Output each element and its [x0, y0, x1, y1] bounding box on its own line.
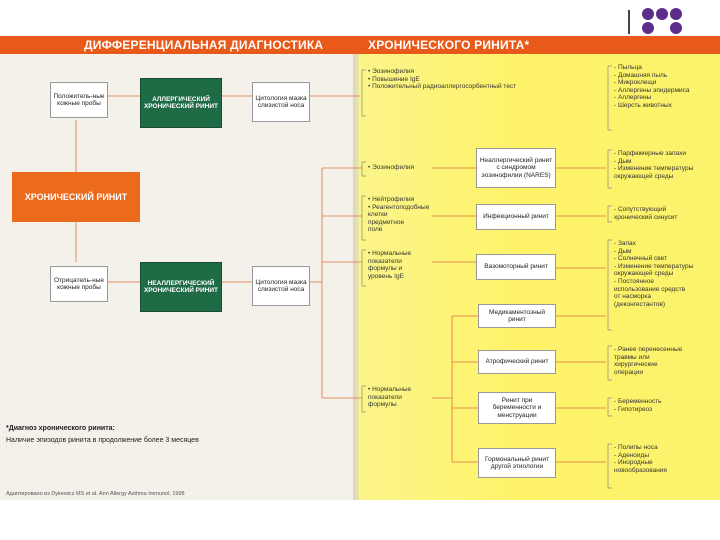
- causes-pregnancy: - Беременность - Гипотиреоз: [614, 398, 662, 413]
- negative-skin-test: Отрицатель-ные кожные пробы: [50, 266, 108, 302]
- decor-dot: [656, 22, 668, 34]
- findings-normal: • Нормальные показатели формулы: [368, 386, 412, 409]
- findings-eosinophilia: • Эозинофилия: [368, 164, 415, 171]
- book-gutter: [353, 38, 359, 500]
- causes-infectious: - Сопутствующий хронический синусит: [614, 206, 678, 221]
- title-right: ХРОНИЧЕСКОГО РИНИТА*: [368, 38, 530, 52]
- nonallergic-rhinitis: НЕАЛЛЕРГИЧЕСКИЙ ХРОНИЧЕСКИЙ РИНИТ: [140, 262, 222, 312]
- decor-dot: [642, 8, 654, 20]
- footnote-title: *Диагноз хронического ринита:: [6, 425, 115, 432]
- nares-rhinitis: Неаллергический ринит с синдромом эозино…: [476, 148, 556, 188]
- positive-skin-test: Положитель-ные кожные пробы: [50, 82, 108, 118]
- findings-normal-ige: • Нормальные показатели формулы и уровен…: [368, 250, 412, 280]
- causes-nares: - Парфюмерные запахи - Дым - Изменение т…: [614, 150, 694, 180]
- causes-atrophic: - Ранее перенесенные травмы или хирургич…: [614, 346, 683, 376]
- infectious-rhinitis: Инфекционный ринит: [476, 204, 556, 230]
- allergic-findings: • Эозинофилия • Повышение IgE • Положите…: [368, 68, 517, 91]
- findings-neutrophilia: • Нейтрофилия • Реагентоподобные клетки …: [368, 196, 430, 234]
- hormonal-rhinitis: Гормональный ринит другой этиологии: [478, 448, 556, 478]
- title-bar: [0, 36, 720, 54]
- nasal-smear-cytology-1: Цитология мазка слизистой носа: [252, 82, 310, 122]
- decor-dot: [642, 22, 654, 34]
- causes-allergic: - Пыльца - Домашняя пыль - Микроклещи - …: [614, 64, 690, 109]
- decor-line: [628, 10, 630, 34]
- title-left: ДИФФЕРЕНЦИАЛЬНАЯ ДИАГНОСТИКА: [84, 38, 324, 52]
- decor-dot: [670, 8, 682, 20]
- decor-dot: [656, 8, 668, 20]
- pregnancy-rhinitis: Ринит при беременности и менструации: [478, 392, 556, 424]
- atrophic-rhinitis: Атрофический ринит: [478, 350, 556, 374]
- footnote-text: Наличие эпизодов ринита в продолжение бо…: [6, 437, 199, 444]
- footnote-source: Адаптировано из Dykewicz MS et al. Ann A…: [6, 491, 185, 497]
- causes-hormonal: - Полипы носа - Аденоиды - Инородные нов…: [614, 444, 667, 474]
- medication-rhinitis: Медикаментозный ринит: [478, 304, 556, 328]
- nasal-smear-cytology-2: Цитология мазка слизистой носа: [252, 266, 310, 306]
- vasomotor-rhinitis: Вазомоторный ринит: [476, 254, 556, 280]
- decor-dot: [670, 22, 682, 34]
- allergic-rhinitis: АЛЛЕРГИЧЕСКИЙ ХРОНИЧЕСКИЙ РИНИТ: [140, 78, 222, 128]
- root-chronic-rhinitis: ХРОНИЧЕСКИЙ РИНИТ: [12, 172, 140, 222]
- causes-vasomotor: - Запах - Дым - Солнечный свет - Изменен…: [614, 240, 694, 308]
